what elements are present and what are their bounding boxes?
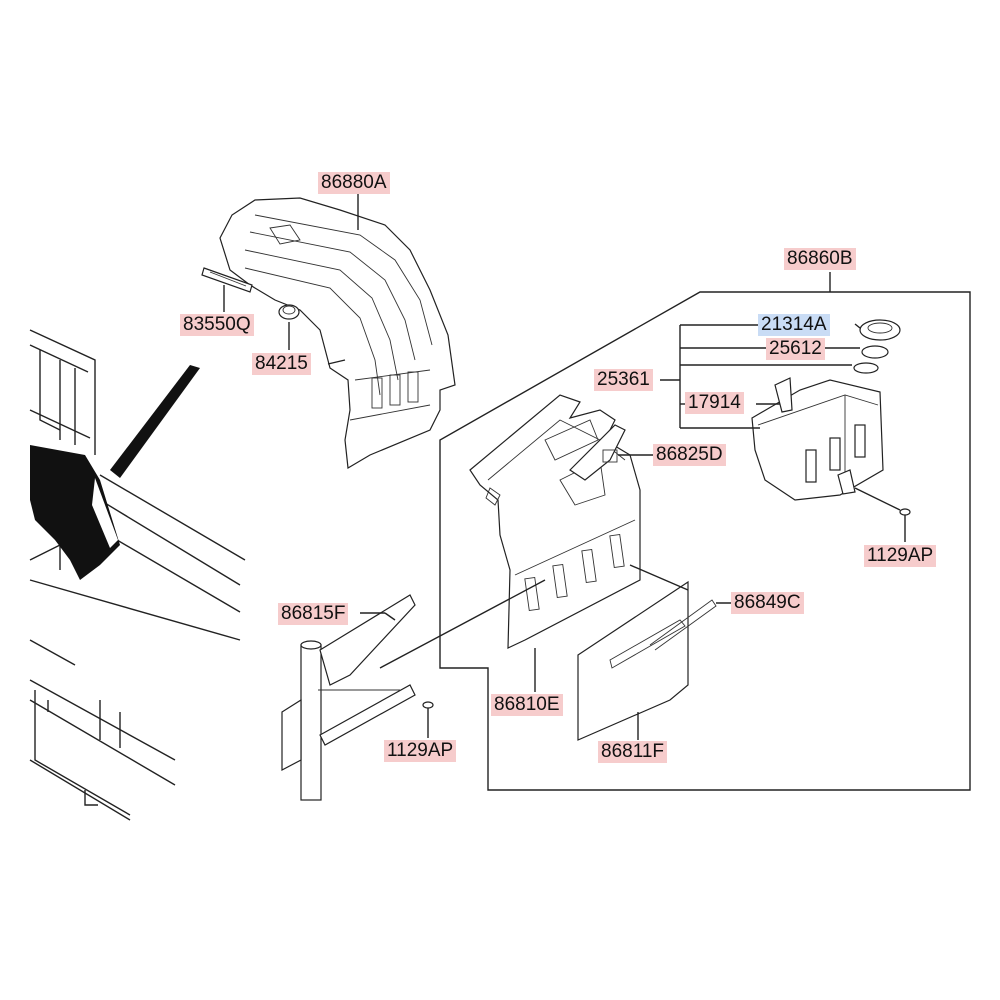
bracket-86825D-drawing [569, 424, 626, 481]
part-label-86825D[interactable]: 86825D [653, 444, 726, 466]
part-label-25361[interactable]: 25361 [594, 369, 653, 391]
bolt-1129AP-right-drawing [899, 508, 911, 525]
gasket-25612-drawing [853, 345, 889, 374]
part-label-17914[interactable]: 17914 [685, 392, 744, 414]
part-label-1129AP-left[interactable]: 1129AP [384, 740, 457, 762]
strip-83550Q-drawing [201, 267, 253, 293]
part-label-86880A[interactable]: 86880A [318, 172, 390, 194]
part-label-86849C[interactable]: 86849C [731, 592, 804, 614]
cap-21314A-drawing [859, 319, 901, 341]
part-label-1129AP-right[interactable]: 1129AP [864, 545, 937, 567]
part-label-86860B[interactable]: 86860B [784, 248, 856, 270]
truck-body-outline [29, 329, 246, 821]
support-86815F-drawing [281, 594, 416, 801]
part-label-21314A[interactable]: 21314A [758, 314, 830, 336]
part-label-84215[interactable]: 84215 [252, 353, 311, 375]
fender-86880A-drawing [219, 197, 456, 469]
mudflap-86811F-drawing [577, 580, 689, 741]
part-label-86810E[interactable]: 86810E [491, 694, 563, 716]
mudguard-shadow [30, 365, 200, 580]
part-label-25612[interactable]: 25612 [766, 338, 825, 360]
assembly-86860B-outline [439, 272, 971, 791]
strap-86849C-drawing [649, 599, 717, 651]
part-label-86815F[interactable]: 86815F [278, 603, 349, 625]
plug-84215-drawing [278, 304, 300, 320]
part-label-86811F[interactable]: 86811F [598, 741, 668, 763]
part-label-83550Q[interactable]: 83550Q [180, 314, 254, 336]
reservoir-tank-drawing [751, 377, 884, 501]
bolt-1129AP-left-drawing [422, 701, 434, 718]
